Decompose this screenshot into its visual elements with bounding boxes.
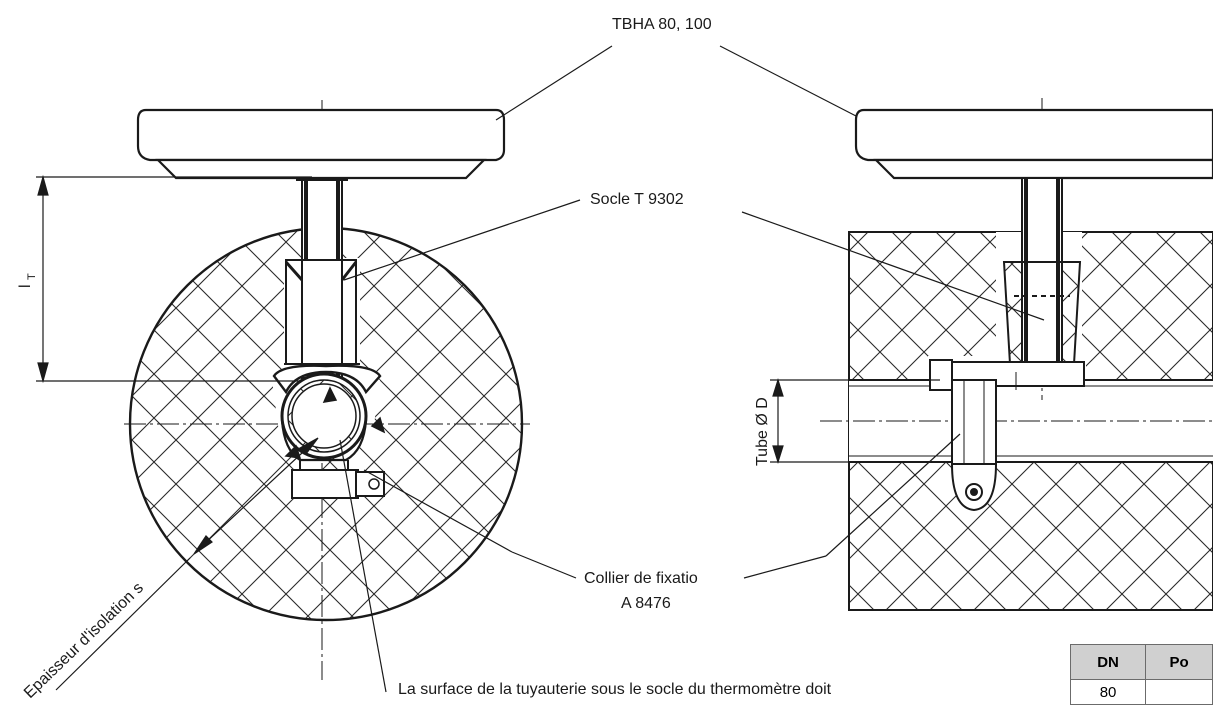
tube-diameter-label: Tube Ø D xyxy=(754,397,771,466)
model-label: TBHA 80, 100 xyxy=(612,16,712,33)
thermometer-stem-right xyxy=(1021,177,1063,379)
dimension-tube xyxy=(770,377,952,465)
socket-left xyxy=(284,259,360,365)
pipe-arrows-left xyxy=(284,386,386,459)
surface-note: La surface de la tuyauterie sous le socl… xyxy=(398,681,832,698)
dn-table-header-dn: DN xyxy=(1069,644,1147,680)
dn-table-cell: 80 xyxy=(1069,679,1147,705)
thermometer-dial-right xyxy=(854,108,1213,180)
table-row: 80 xyxy=(1069,679,1213,705)
thermometer-dial-left xyxy=(136,108,506,180)
pipe-section-left xyxy=(272,364,385,499)
dimension-lt-subscript: T xyxy=(26,273,38,280)
collier-label-line1: Collier de fixatio xyxy=(584,570,698,587)
clamp-right xyxy=(929,359,1085,512)
insulation-thickness-leader xyxy=(55,437,319,691)
dn-table-header-po: Po xyxy=(1145,644,1213,680)
callout-leaders xyxy=(343,45,1045,579)
dn-table-cell xyxy=(1145,679,1213,705)
dn-table-header-row: DN Po xyxy=(1069,644,1213,680)
dimension-lt xyxy=(36,174,312,384)
insulation-thickness-label: Epaisseur d'isolation s xyxy=(21,579,147,699)
collier-label-line2: A 8476 xyxy=(621,595,671,612)
socle-label: Socle T 9302 xyxy=(590,191,684,208)
dn-table: DN Po 80 xyxy=(1069,644,1213,705)
left-view: l T Epaisseur d'isolation s xyxy=(17,100,530,699)
surface-note-leader xyxy=(339,439,387,693)
right-view: Tube Ø D xyxy=(754,98,1213,611)
dimension-lt-label: l xyxy=(17,284,34,288)
